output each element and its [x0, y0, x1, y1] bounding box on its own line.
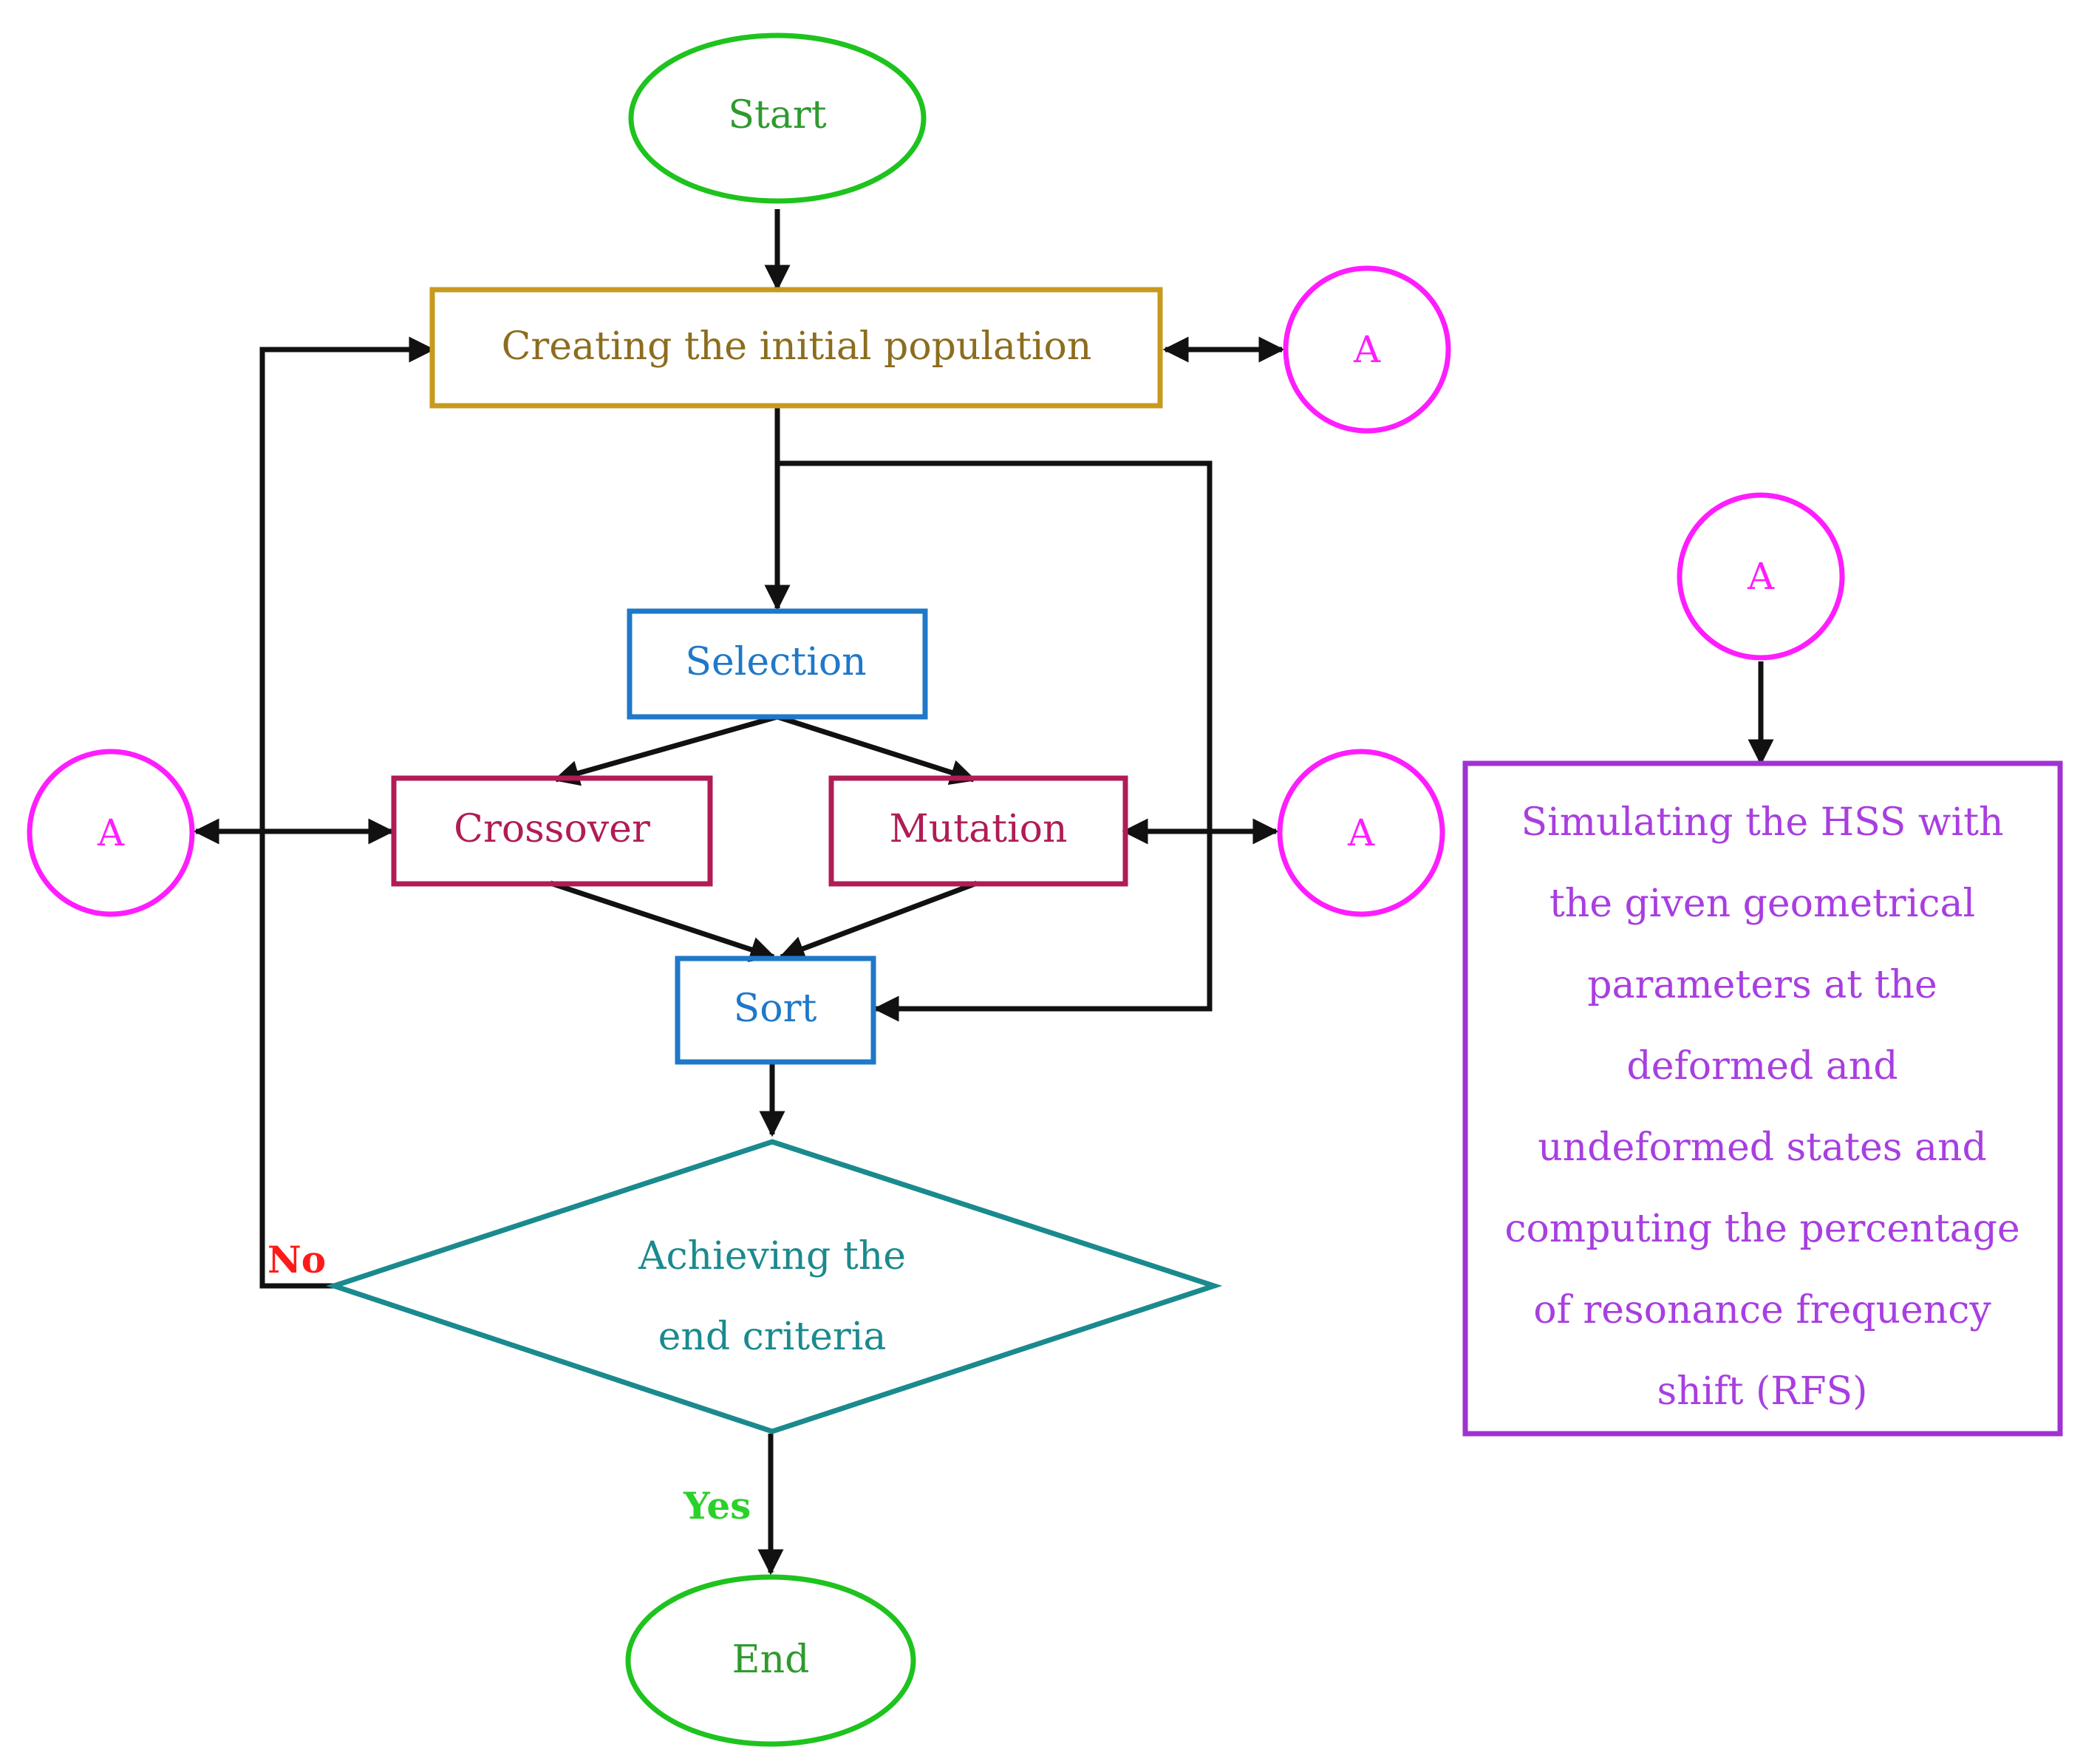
connector-a-init-label: A: [1353, 328, 1381, 371]
end-terminal: End: [625, 1574, 916, 1747]
subprocess-line-7: of resonance frequency: [1533, 1288, 1991, 1332]
decision-label-line2: end criteria: [658, 1315, 887, 1359]
arrow-selection-to-crossover: [553, 714, 778, 786]
arrows: [193, 209, 1774, 1576]
decision-label-line1: Achieving the: [638, 1234, 906, 1278]
crossover-label: Crossover: [454, 807, 650, 851]
start-terminal: Start: [628, 33, 927, 204]
init-population-label: Creating the initial population: [502, 324, 1092, 369]
connector-a-left: A: [27, 749, 195, 917]
connector-a-subprocess-label: A: [1747, 555, 1775, 598]
arrow-mutation-to-sort: [778, 880, 978, 961]
subprocess-line-6: computing the percentage: [1504, 1207, 2019, 1251]
init-population-box: Creating the initial population: [429, 287, 1163, 409]
end-criteria-decision: Achieving the end criteria: [325, 1139, 1223, 1434]
subprocess-line-1: Simulating the HSS with: [1521, 800, 2004, 845]
arrow-init-bypass-to-sort: [777, 460, 1213, 1022]
arrow-crossover-to-sort: [549, 880, 777, 962]
connector-a-init: A: [1283, 265, 1451, 434]
sort-label: Sort: [734, 987, 817, 1031]
subprocess-line-8: shift (RFS): [1657, 1369, 1868, 1414]
selection-label: Selection: [685, 640, 866, 684]
arrow-selection-to-mutation: [776, 714, 977, 786]
subprocess-line-2: the given geometrical: [1550, 882, 1975, 926]
end-label: End: [732, 1638, 810, 1682]
arrow-no-loop-to-init: [259, 336, 435, 1289]
yes-label: Yes: [683, 1484, 751, 1528]
simulation-subprocess-box: Simulating the HSS with the given geomet…: [1462, 760, 2063, 1437]
start-label: Start: [728, 93, 826, 137]
no-label: No: [267, 1238, 326, 1281]
connector-a-left-label: A: [97, 811, 125, 854]
mutation-box: Mutation: [828, 775, 1128, 887]
connector-a-subprocess: A: [1677, 492, 1845, 661]
connector-a-mutation: A: [1277, 749, 1445, 917]
subprocess-line-3: parameters at the: [1587, 963, 1937, 1007]
crossover-box: Crossover: [391, 775, 713, 887]
subprocess-line-4: deformed and: [1626, 1044, 1898, 1089]
selection-box: Selection: [627, 608, 928, 720]
sort-box: Sort: [675, 956, 876, 1065]
mutation-label: Mutation: [890, 807, 1068, 851]
connector-a-mutation-label: A: [1347, 811, 1375, 854]
subprocess-line-5: undeformed states and: [1538, 1126, 1987, 1170]
